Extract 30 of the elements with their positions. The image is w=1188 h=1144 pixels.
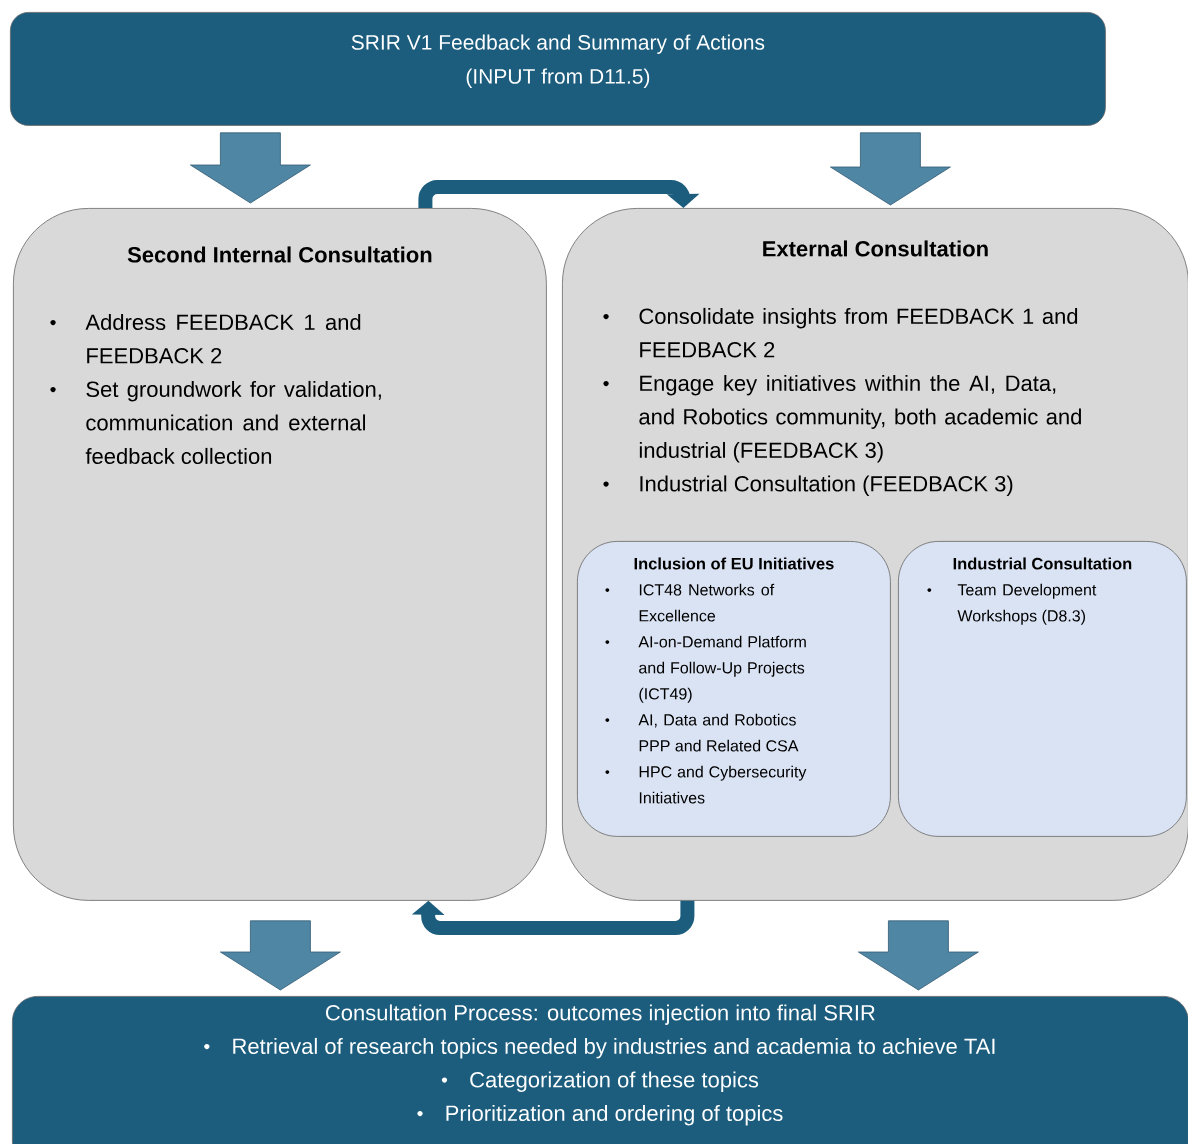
bullet-text: Consolidate insights from FEEDBACK 1 and FEEDBACK 2 [639, 307, 1078, 358]
bullet-text: ICT48 Networks of Excellence [639, 583, 775, 622]
box-heading: Consultation Process: outcomes injection into final SRIR [325, 1004, 875, 1025]
box-heading: Industrial Consultation [953, 557, 1132, 570]
bullet-text: HPC and Cybersecurity Initiatives [639, 765, 807, 804]
block-arrow [190, 132, 311, 204]
curved-arrow [411, 900, 695, 935]
box-heading: External Consultation [763, 240, 988, 257]
bullet-text: Engage key initiatives within the AI, Data, and Robotics community, both academic and industrial (FEEDBACK 3) [639, 374, 1081, 463]
box-title: SRIR V1 Feedback and Summary of Actions (INPUT from D11.5) [351, 34, 765, 88]
initiatives-box [898, 541, 1187, 837]
bullet-text: Industrial Consultation (FEEDBACK 3) [640, 475, 1013, 496]
bullet-text: Team Development Workshops (D8.3) [957, 583, 1097, 625]
title-box [10, 12, 1106, 126]
consultation-panel [13, 208, 547, 901]
bullet-text: Retrieval of research topics needed by industries and academia to achieve TAI [233, 1037, 995, 1059]
outcome-box [12, 996, 1188, 1144]
bullet-text: Address FEEDBACK 1 and FEEDBACK 2 [85, 313, 361, 364]
bullet-text: Set groundwork for validation, communication and external feedback collection [85, 380, 381, 465]
bullet-text: Categorization of these topics [470, 1071, 759, 1092]
block-arrow [830, 132, 951, 206]
box-heading: Inclusion of EU Initiatives [634, 557, 834, 570]
bullet-text: Prioritization and ordering of topics [446, 1104, 783, 1126]
initiatives-box [577, 541, 891, 837]
bullet-text: AI-on-Demand Platform and Follow-Up Projects (ICT49) [638, 635, 806, 703]
block-arrow [220, 920, 341, 991]
curved-arrow [418, 180, 700, 208]
bullet-text: AI, Data and Robotics PPP and Related CSA [638, 713, 799, 752]
box-heading: Second Internal Consultation [127, 246, 432, 263]
block-arrow [858, 920, 979, 991]
